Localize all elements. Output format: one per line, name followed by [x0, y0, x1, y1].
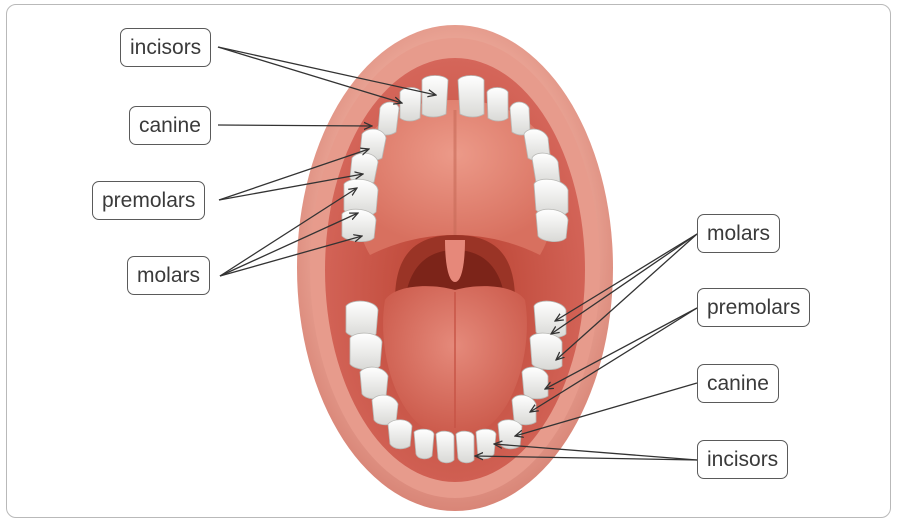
- lower-molar: [350, 333, 382, 370]
- lower-premolar: [360, 367, 388, 399]
- lower-premolar: [522, 367, 548, 399]
- upper-incisor: [487, 88, 508, 122]
- upper-incisor: [400, 88, 421, 122]
- lower-incisor: [476, 429, 496, 459]
- label-upper-incisors: incisors: [120, 28, 211, 67]
- upper-molar: [536, 209, 568, 241]
- label-upper-premolars: premolars: [92, 181, 205, 220]
- upper-incisor: [458, 76, 484, 118]
- label-upper-molars: molars: [127, 256, 210, 295]
- label-lower-canine: canine: [697, 364, 779, 403]
- upper-incisor: [422, 76, 448, 118]
- lower-molar: [534, 301, 566, 338]
- lower-molar: [346, 301, 378, 338]
- lower-incisor: [436, 431, 454, 463]
- label-lower-premolars: premolars: [697, 288, 810, 327]
- lower-canine: [388, 420, 412, 449]
- upper-canine: [510, 102, 530, 135]
- lower-incisor: [456, 431, 474, 463]
- lower-incisor: [414, 429, 434, 459]
- label-upper-canine: canine: [129, 106, 211, 145]
- upper-canine: [378, 102, 399, 135]
- lower-molar: [530, 333, 562, 370]
- label-lower-molars: molars: [697, 214, 780, 253]
- label-lower-incisors: incisors: [697, 440, 788, 479]
